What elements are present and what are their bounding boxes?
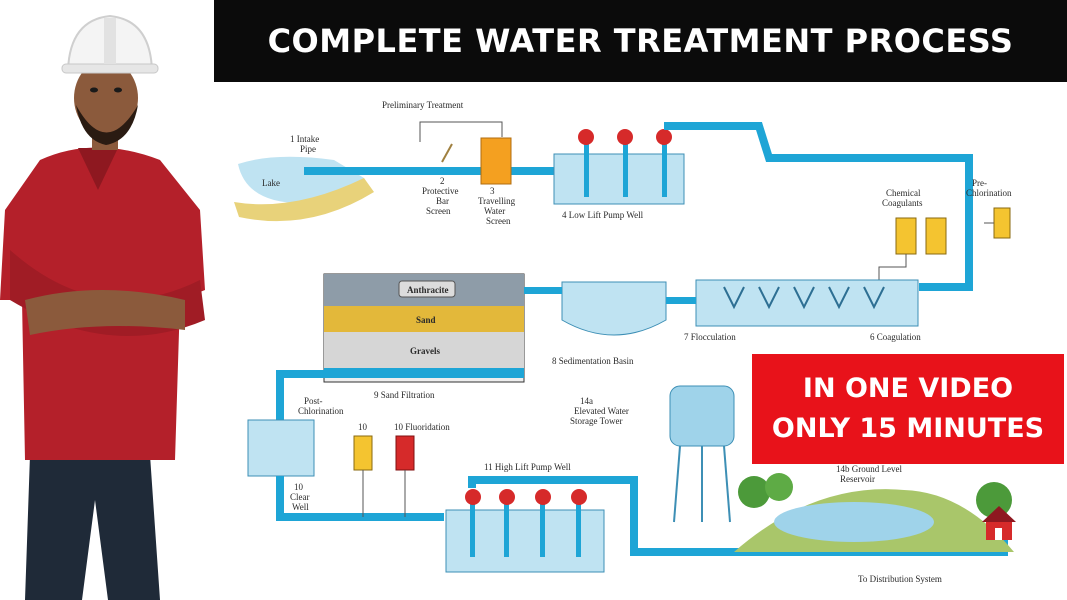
clear-well [247, 419, 315, 477]
bar-screen [441, 143, 453, 163]
bar-screen-label-2: Protective [422, 186, 459, 196]
house-icon [982, 506, 1016, 540]
pre-chlor-tank [993, 207, 1011, 239]
tower-label-1: 14a [580, 396, 593, 406]
lake-bank [234, 178, 374, 222]
pre-chlor-label-2: Chlorination [966, 188, 1012, 198]
gravel-layer [324, 332, 524, 368]
flocculation-mixers [723, 286, 885, 310]
sedimentation-label: 8 Sedimentation Basin [552, 356, 634, 366]
intake-label-2: Pipe [300, 144, 316, 154]
flocculation-label: 7 Flocculation [684, 332, 736, 342]
high-lift-pumps [465, 489, 587, 557]
reservoir-label-2: Reservoir [840, 474, 875, 484]
promo-banner: IN ONE VIDEO ONLY 15 MINUTES [752, 354, 1064, 464]
post-chlor-label-2: Chlorination [298, 406, 344, 416]
main-pipe-upper [664, 122, 973, 291]
sand-layer [324, 306, 524, 332]
distribution-label: To Distribution System [858, 574, 942, 584]
bar-screen-label-1: 2 [440, 176, 445, 186]
coagulants-label-1: Chemical [886, 188, 921, 198]
ground-reservoir-water [774, 502, 934, 542]
presenter-image [0, 0, 214, 600]
sand-label: Sand [416, 315, 436, 325]
preliminary-label: Preliminary Treatment [382, 100, 464, 110]
coagulant-tank-2 [925, 217, 947, 255]
elevated-tower-tank [669, 385, 735, 447]
reservoir-label-1: 14b Ground Level [836, 464, 902, 474]
promo-line-1: IN ONE VIDEO [802, 373, 1014, 404]
coagulants-label-2: Coagulants [882, 198, 923, 208]
low-lift-label: 4 Low Lift Pump Well [562, 210, 644, 220]
tower-legs [673, 445, 731, 523]
water-screen [480, 137, 512, 185]
water-screen-label-2: Travelling [478, 196, 516, 206]
fluoridation-tank [395, 435, 415, 471]
promo-line-2: ONLY 15 MINUTES [771, 413, 1045, 444]
preliminary-bracket [419, 121, 503, 142]
tower-label-3: Storage Tower [570, 416, 622, 426]
coagulant-tank-1 [895, 217, 917, 255]
filter-outlet-pipe [276, 370, 324, 422]
lake-label: Lake [262, 178, 280, 188]
title-bar: COMPLETE WATER TREATMENT PROCESS [214, 0, 1067, 82]
intake-pipe [304, 167, 566, 175]
intake-label-1: 1 Intake [290, 134, 319, 144]
water-treatment-diagram: Lake 1 Intake Pipe Preliminary Treatment… [214, 82, 1067, 600]
post-chlor-tank [353, 435, 373, 471]
coagulation-label: 6 Coagulation [870, 332, 921, 342]
water-screen-label-4: Screen [486, 216, 511, 226]
water-screen-label-3: Water [484, 206, 505, 216]
high-lift-label: 11 High Lift Pump Well [484, 462, 571, 472]
pre-chlor-label-1: Pre- [972, 178, 987, 188]
post-chlor-label-1: Post- [304, 396, 323, 406]
water-screen-label-1: 3 [490, 186, 495, 196]
clear-well-label-3: Well [292, 502, 309, 512]
tower-label-2: Elevated Water [574, 406, 629, 416]
bar-screen-label-4: Screen [426, 206, 451, 216]
low-lift-pumps [578, 129, 672, 197]
page-title: COMPLETE WATER TREATMENT PROCESS [267, 22, 1014, 60]
fluoridation-a-label: 10 [358, 422, 368, 432]
clear-well-label-1: 10 [294, 482, 304, 492]
clear-well-label-2: Clear [290, 492, 310, 502]
gravels-label: Gravels [410, 346, 440, 356]
sedimentation-basin [561, 281, 667, 336]
anthracite-label: Anthracite [407, 285, 449, 295]
fluoridation-label: 10 Fluoridation [394, 422, 450, 432]
bar-screen-label-3: Bar [436, 196, 449, 206]
sand-filtration-label: 9 Sand Filtration [374, 390, 435, 400]
